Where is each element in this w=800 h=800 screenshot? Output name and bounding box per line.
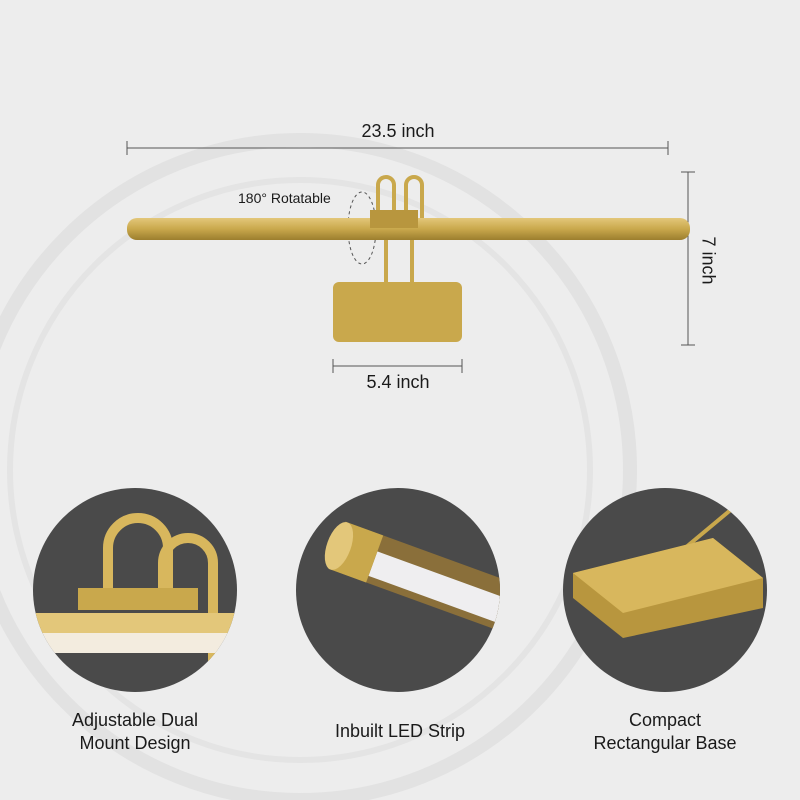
caption-line: Inbuilt LED Strip <box>334 721 466 741</box>
feature-caption-led: Inbuilt LED Strip <box>290 720 510 743</box>
rotation-label: 180° Rotatable <box>238 190 331 206</box>
feature-caption-base: Compact Rectangular Base <box>555 709 775 755</box>
caption-line: Compact <box>628 710 702 730</box>
head-width-label: 5.4 inch <box>366 372 430 392</box>
height-dimension-label: 7 inch <box>698 236 719 285</box>
feature-image-led <box>296 488 500 692</box>
caption-line: Adjustable Dual <box>71 710 199 730</box>
feature-caption-mount: Adjustable Dual Mount Design <box>25 709 245 755</box>
width-dimension-label: 23.5 inch <box>361 121 435 141</box>
caption-line: Rectangular Base <box>593 733 737 753</box>
lamp-illustration <box>127 175 690 342</box>
feature-image-mount <box>33 488 237 692</box>
caption-line: Mount Design <box>79 733 191 753</box>
feature-image-base <box>563 488 767 692</box>
